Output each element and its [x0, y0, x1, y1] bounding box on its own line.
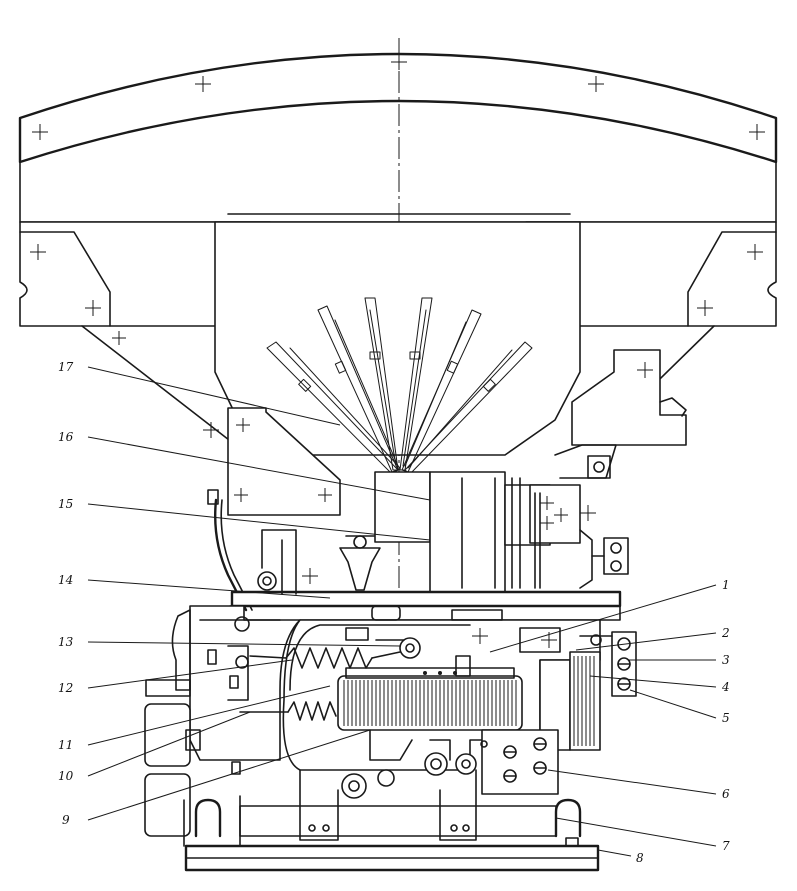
upper-coil-assembly	[374, 471, 629, 593]
label-13: 13	[58, 635, 74, 649]
insulator-post	[339, 535, 381, 591]
label-4: 4	[721, 680, 730, 694]
label-17: 17	[58, 360, 74, 374]
label-11: 11	[58, 738, 73, 752]
label-15: 15	[58, 497, 73, 511]
leader-lines	[87, 366, 717, 857]
left-lower-plate	[203, 407, 341, 612]
label-3: 3	[722, 653, 730, 667]
top-arc-frame	[18, 52, 778, 223]
contactor-body	[144, 605, 301, 837]
central-hopper	[214, 213, 581, 456]
rollers	[341, 752, 477, 799]
label-1: 1	[722, 578, 730, 592]
right-upper-bracket	[554, 349, 687, 479]
label-16: 16	[58, 430, 74, 444]
laminated-coil	[337, 667, 523, 761]
base-plate	[184, 837, 600, 872]
part-labels: 17 16 15 14 13 12 11 10 9 1 2 3 4 5 6 7 …	[58, 360, 730, 865]
label-10: 10	[58, 769, 74, 783]
label-6: 6	[722, 787, 730, 801]
label-5: 5	[722, 711, 730, 725]
label-14: 14	[58, 573, 73, 587]
label-8: 8	[636, 851, 644, 865]
label-2: 2	[721, 626, 730, 640]
spring-lower	[239, 701, 337, 721]
lower-frame	[183, 769, 582, 847]
terminal-block	[480, 729, 559, 795]
label-12: 12	[58, 681, 73, 695]
label-7: 7	[722, 839, 730, 853]
arc-frame-marks	[32, 54, 765, 140]
label-9: 9	[62, 813, 70, 827]
spring-upper	[249, 627, 421, 669]
